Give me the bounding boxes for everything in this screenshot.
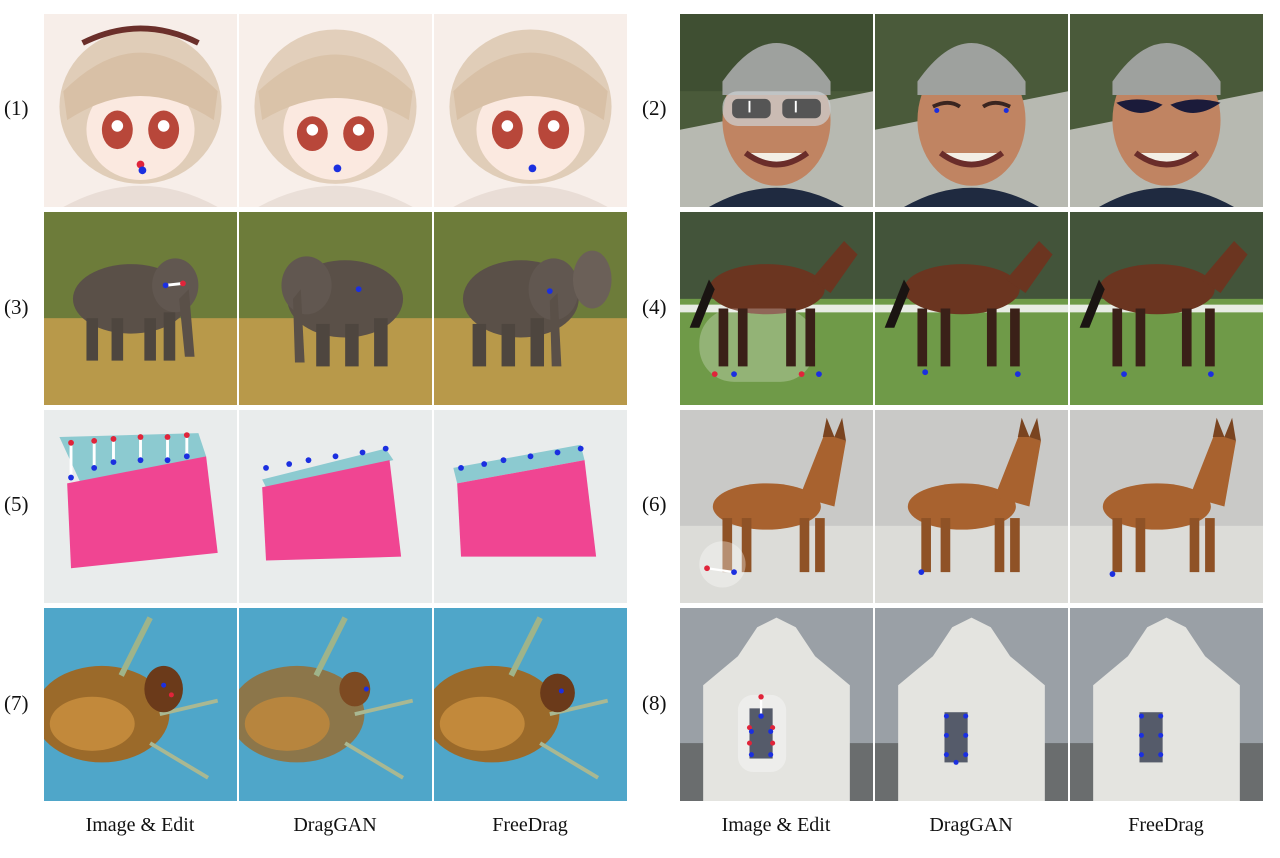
panel-horse-image-edit [680,212,873,405]
row-label-2: (2) [642,96,667,120]
row-label-1: (1) [4,96,29,120]
panel-anime-image-edit [44,14,237,207]
column-label-freedrag-left: FreeDrag [492,814,568,836]
panel-anime-freedrag [434,14,627,207]
row-label-7: (7) [4,691,29,715]
row-label-3: (3) [4,295,29,319]
row-label-8: (8) [642,691,667,715]
panel-insect-image-edit [44,608,237,801]
panel-elephant-freedrag [434,212,627,405]
row-label-5: (5) [4,492,29,516]
panel-church-image-edit [680,608,873,801]
row-label-6: (6) [642,492,667,516]
panel-church-freedrag [1070,608,1263,801]
panel-elephant-draggan [239,212,432,405]
panel-elephant-image-edit [44,212,237,405]
panel-dog-freedrag [1070,410,1263,603]
panel-face-freedrag [1070,14,1263,207]
panel-face-draggan [875,14,1068,207]
panel-paper-freedrag [434,410,627,603]
row-label-4: (4) [642,295,667,319]
panel-horse-freedrag [1070,212,1263,405]
panel-insect-freedrag [434,608,627,801]
panel-dog-draggan [875,410,1068,603]
column-label-draggan-left: DragGAN [293,814,377,836]
panel-church-draggan [875,608,1068,801]
panel-dog-image-edit [680,410,873,603]
column-label-image-edit-left: Image & Edit [85,814,195,836]
column-label-freedrag-right: FreeDrag [1128,814,1204,836]
column-label-draggan-right: DragGAN [929,814,1013,836]
panel-face-image-edit [680,14,873,207]
panel-horse-draggan [875,212,1068,405]
panel-paper-image-edit [44,410,237,603]
column-label-image-edit-right: Image & Edit [721,814,831,836]
panel-insect-draggan [239,608,432,801]
panel-paper-draggan [239,410,432,603]
panel-anime-draggan [239,14,432,207]
